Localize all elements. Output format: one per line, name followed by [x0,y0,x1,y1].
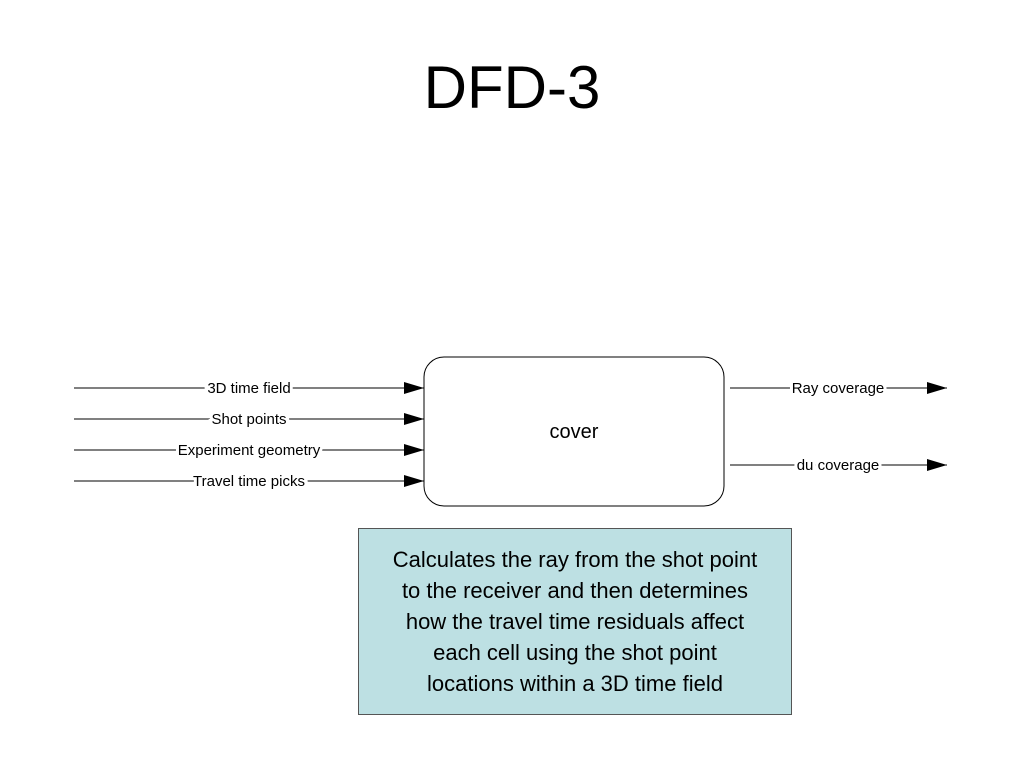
process-label: cover [550,421,599,443]
input-flow-label: 3D time field [207,380,290,397]
process-box [423,356,725,507]
output-flow-du-coverage: du coverage [730,454,947,477]
slide-title: DFD-3 [423,54,601,121]
description-line: locations within a 3D time field [427,671,723,696]
input-flow-3d-time-field: 3D time field [74,377,424,400]
description-line: each cell using the shot point [433,640,717,665]
description-line: Calculates the ray from the shot point [392,547,758,572]
output-flow-label: Ray coverage [792,380,885,397]
input-flow-label: Shot points [211,411,286,428]
description-text: Calculates the ray from the shot point t… [391,544,759,699]
description-box: Calculates the ray from the shot point t… [358,528,792,715]
output-flow-ray-coverage: Ray coverage [730,377,947,400]
input-flow-label: Experiment geometry [178,442,321,459]
input-flow-experiment-geometry: Experiment geometry [74,439,424,462]
description-line: how the travel time residuals affect [405,609,745,634]
input-flow-label: Travel time picks [193,473,305,490]
input-flow-travel-time-picks: Travel time picks [74,470,424,493]
description-line: to the receiver and then determines [401,578,749,603]
output-flow-label: du coverage [797,457,880,474]
input-flow-shot-points: Shot points [74,408,424,431]
